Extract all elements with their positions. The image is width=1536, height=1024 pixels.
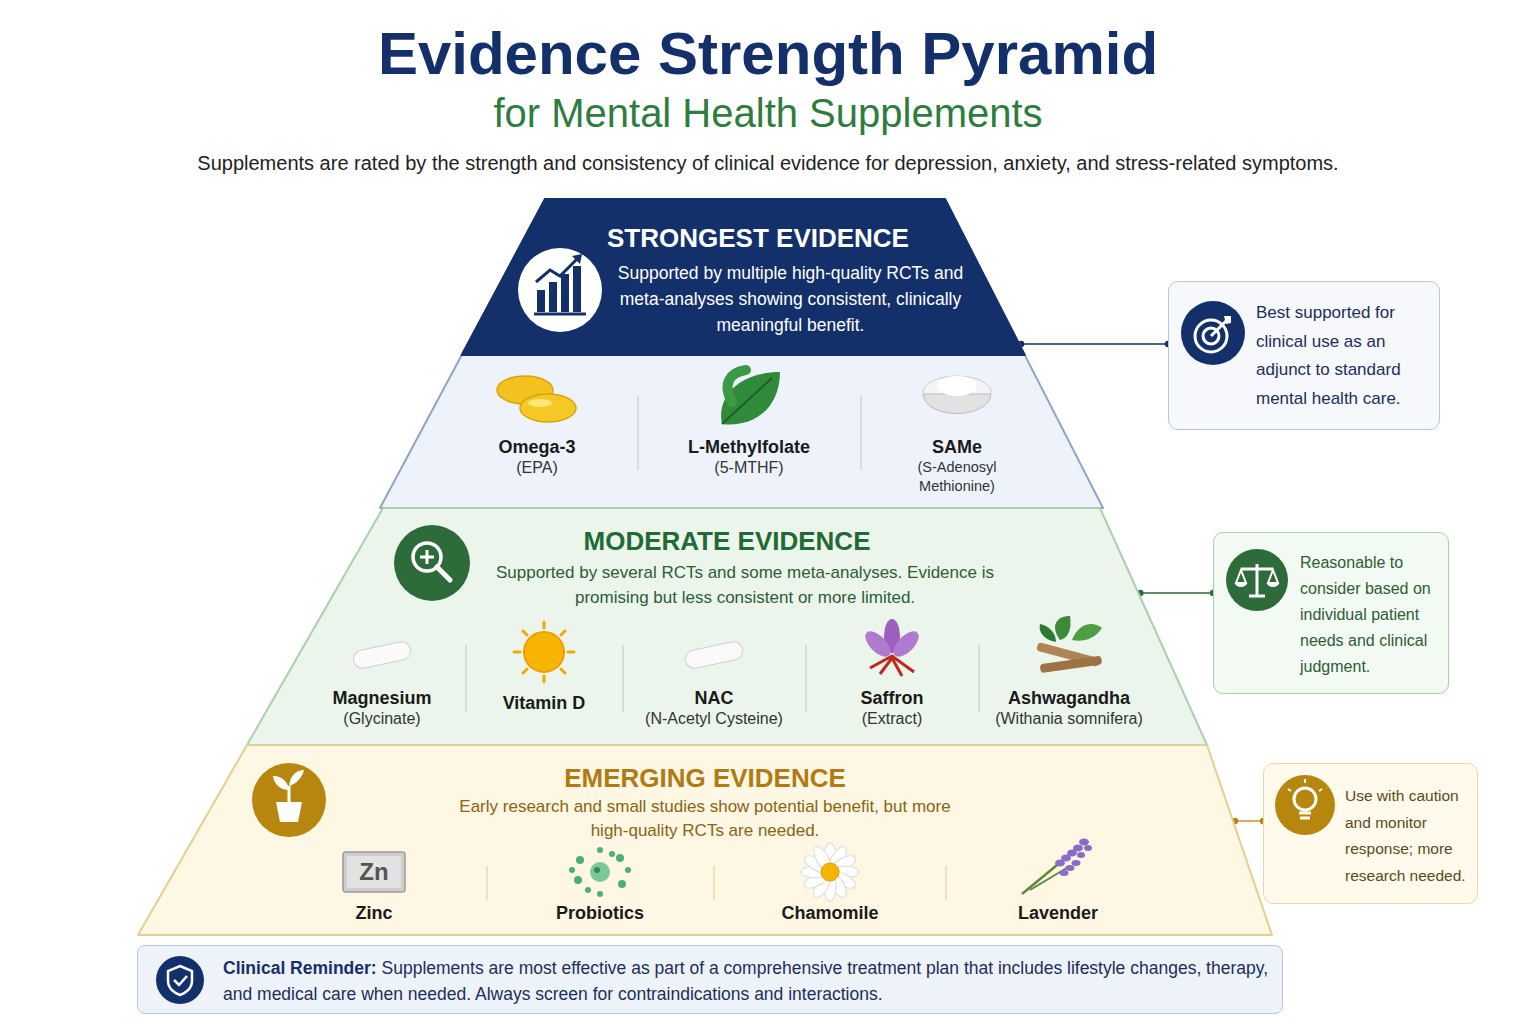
tier-header — [462, 199, 1025, 355]
magnifier-icon — [394, 525, 470, 601]
nac-capsule — [684, 640, 744, 670]
supplement-item: Magnesium(Glycinate) — [312, 687, 452, 729]
callout-text: Reasonable to consider based on individu… — [1300, 550, 1445, 680]
subtitle: for Mental Health Supplements — [0, 88, 1536, 138]
supplement-item: L-Methylfolate(5-MTHF) — [659, 436, 839, 478]
shield-icon — [156, 956, 204, 1004]
callout-box: Use with caution and monitor response; m… — [1263, 763, 1478, 904]
supplement-name: Chamomile — [760, 902, 900, 924]
supplement-item: Probiotics — [530, 902, 670, 924]
supplement-item: SAMe(S-Adenosyl Methionine) — [897, 436, 1017, 496]
supplement-form: (Withania somnifera) — [984, 709, 1154, 729]
leader-connector — [1018, 341, 1171, 347]
saffron-flower — [861, 619, 923, 676]
supplement-item: Chamomile — [760, 902, 900, 924]
supplement-item: Lavender — [988, 902, 1128, 924]
evidence-tier: EMERGING EVIDENCEEarly research and smal… — [138, 745, 1272, 935]
supplement-form: (Glycinate) — [312, 709, 452, 729]
supplement-item: Vitamin D — [474, 692, 614, 714]
reminder-box: Clinical Reminder: Supplements are most … — [137, 945, 1283, 1014]
folate-leaf — [721, 370, 780, 425]
supplement-form: (EPA) — [462, 458, 612, 478]
description: Supplements are rated by the strength an… — [0, 150, 1536, 176]
tier-fill — [138, 745, 1272, 935]
supplement-name: Magnesium — [312, 687, 452, 709]
tier-description: Supported by multiple high-quality RCTs … — [608, 260, 973, 338]
reminder-text: Clinical Reminder: Supplements are most … — [223, 955, 1271, 1007]
supplement-form: (5-MTHF) — [659, 458, 839, 478]
supplement-name: L-Methylfolate — [659, 436, 839, 458]
supplement-name: Probiotics — [530, 902, 670, 924]
tier-fill — [247, 508, 1207, 745]
magnesium-capsule — [352, 640, 412, 670]
chart-icon — [518, 248, 602, 332]
supplement-form: (N-Acetyl Cysteine) — [629, 709, 799, 729]
callout-box: Best supported for clinical use as an ad… — [1168, 281, 1440, 430]
supplement-name: Omega-3 — [462, 436, 612, 458]
connector-line — [1019, 343, 1168, 344]
supplement-item: Saffron(Extract) — [822, 687, 962, 729]
supplement-name: Lavender — [988, 902, 1128, 924]
zinc-bar — [343, 852, 405, 892]
leader-connector — [1137, 590, 1216, 596]
callout-text: Best supported for clinical use as an ad… — [1256, 299, 1434, 413]
element-symbol: Zn — [343, 858, 405, 886]
supplement-name: NAC — [629, 687, 799, 709]
supplement-name: Ashwagandha — [984, 687, 1154, 709]
title: Evidence Strength Pyramid — [0, 18, 1536, 90]
supplement-item: Ashwagandha(Withania somnifera) — [984, 687, 1154, 729]
evidence-tier: MODERATE EVIDENCESupported by several RC… — [247, 508, 1207, 745]
bulb-icon — [1275, 775, 1335, 835]
omega-capsules — [497, 376, 576, 422]
tier-fill — [380, 199, 1103, 508]
supplement-name: SAMe — [897, 436, 1017, 458]
sun-icon — [514, 622, 574, 682]
leader-connector — [1232, 818, 1266, 824]
callout-text: Use with caution and monitor response; m… — [1345, 783, 1476, 889]
connector-line — [1138, 592, 1213, 593]
tier-heading: MODERATE EVIDENCE — [527, 524, 927, 558]
supplement-item: Zinc — [314, 902, 434, 924]
chamomile-flower — [801, 843, 859, 901]
tier-heading: EMERGING EVIDENCE — [505, 761, 905, 795]
item-dividers — [466, 395, 979, 900]
supplement-name: Saffron — [822, 687, 962, 709]
reminder-body: Supplements are most effective as part o… — [223, 958, 1268, 1004]
tier-description: Early research and small studies show po… — [440, 795, 970, 843]
callout-box: Reasonable to consider based on individu… — [1213, 532, 1449, 694]
lavender-sprig — [1022, 839, 1092, 895]
same-bowl — [923, 376, 991, 414]
probiotics-cluster — [569, 847, 631, 897]
plant-icon — [252, 763, 326, 837]
supplement-form: (S-Adenosyl Methionine) — [897, 458, 1017, 496]
connector-line — [1233, 820, 1263, 821]
tier-heading: STRONGEST EVIDENCE — [558, 221, 958, 255]
ashwagandha-roots — [1036, 616, 1102, 673]
target-icon — [1181, 301, 1245, 365]
tier-description: Supported by several RCTs and some meta-… — [478, 560, 1012, 610]
supplement-name: Zinc — [314, 902, 434, 924]
supplement-item: NAC(N-Acetyl Cysteine) — [629, 687, 799, 729]
evidence-tier: STRONGEST EVIDENCE Supported by multiple … — [380, 199, 1103, 508]
supplement-item: Omega-3(EPA) — [462, 436, 612, 478]
reminder-heading: Clinical Reminder: — [223, 958, 377, 978]
scales-icon — [1226, 549, 1288, 611]
supplement-name: Vitamin D — [474, 692, 614, 714]
supplement-form: (Extract) — [822, 709, 962, 729]
